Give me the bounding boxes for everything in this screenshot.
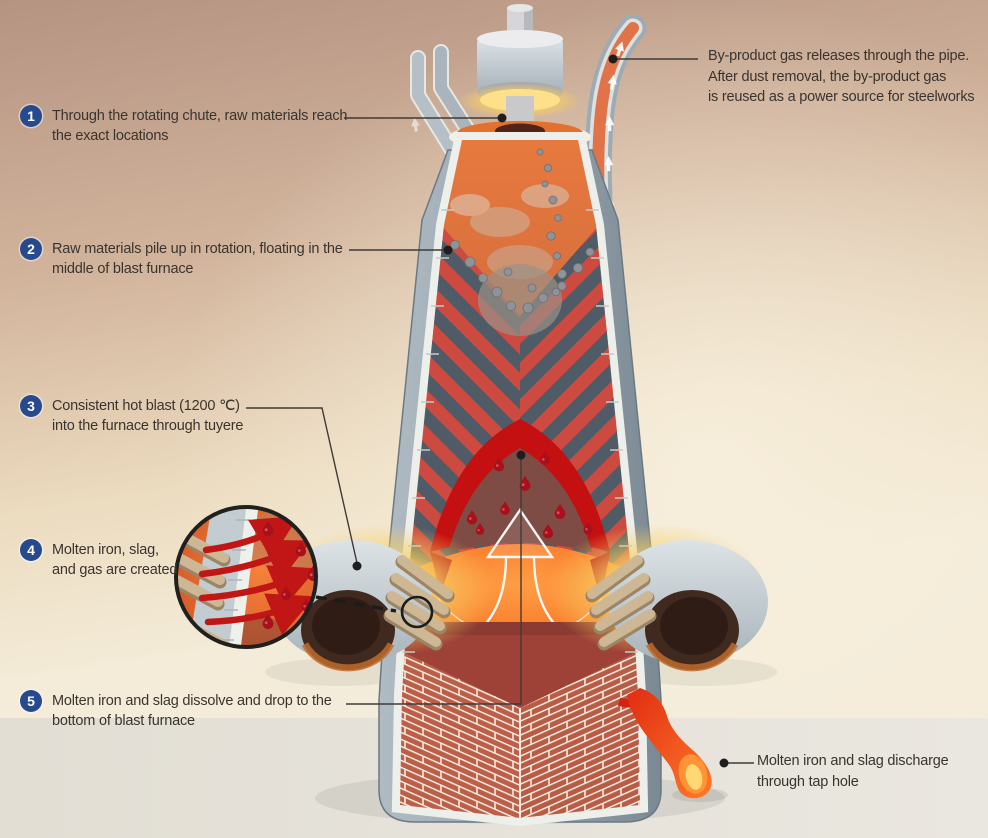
- annotation-4-text: Molten iron, slag, and gas are created: [52, 542, 178, 578]
- brick-hearth-left: [400, 646, 520, 818]
- brick-hearth-right: [520, 646, 640, 818]
- molten-pool: [403, 622, 637, 708]
- inset-connector: [315, 595, 434, 629]
- bustle-pipe-right: [585, 540, 768, 672]
- tuyere-nozzles-left: [383, 555, 455, 651]
- tap-stream: [627, 688, 728, 802]
- annotation-2: 2 Raw materials pile up in rotation, flo…: [20, 238, 343, 279]
- bustle-shadow-right: [627, 658, 777, 686]
- annotation-5: 5 Molten iron and slag dissolve and drop…: [20, 690, 332, 731]
- annotation-5-badge: 5: [20, 690, 42, 712]
- note-byproduct-gas: By-product gas releases through the pipe…: [708, 48, 975, 106]
- hot-blast-arrows: [198, 515, 316, 636]
- callout-lines: [246, 54, 754, 768]
- bell-stem: [506, 96, 534, 124]
- annotation-4: 4 Molten iron, slag, and gas are created: [20, 539, 178, 580]
- annotation-1-text: Through the rotating chute, raw material…: [52, 108, 348, 144]
- dome-interior: [448, 448, 592, 552]
- charging-pipes: [410, 44, 484, 158]
- annotation-3: 3 Consistent hot blast (1200 ℃) into the…: [20, 395, 244, 436]
- bustle-shadow-left: [265, 658, 415, 686]
- annotation-1-badge: 1: [20, 105, 42, 127]
- annotation-4-badge: 4: [20, 539, 42, 561]
- annotation-2-text: Raw materials pile up in rotation, float…: [52, 241, 343, 277]
- tuyere-nozzles-right: [585, 555, 657, 651]
- annotation-3-badge: 3: [20, 395, 42, 417]
- annotation-2-badge: 2: [20, 238, 42, 260]
- annotation-5-text: Molten iron and slag dissolve and drop t…: [52, 693, 332, 729]
- raw-material-rocks: [450, 148, 595, 336]
- annotation-3-text: Consistent hot blast (1200 ℃) into the f…: [52, 398, 244, 434]
- annotation-1: 1 Through the rotating chute, raw materi…: [20, 105, 348, 146]
- note-tap-hole: Molten iron and slag discharge through t…: [757, 753, 949, 790]
